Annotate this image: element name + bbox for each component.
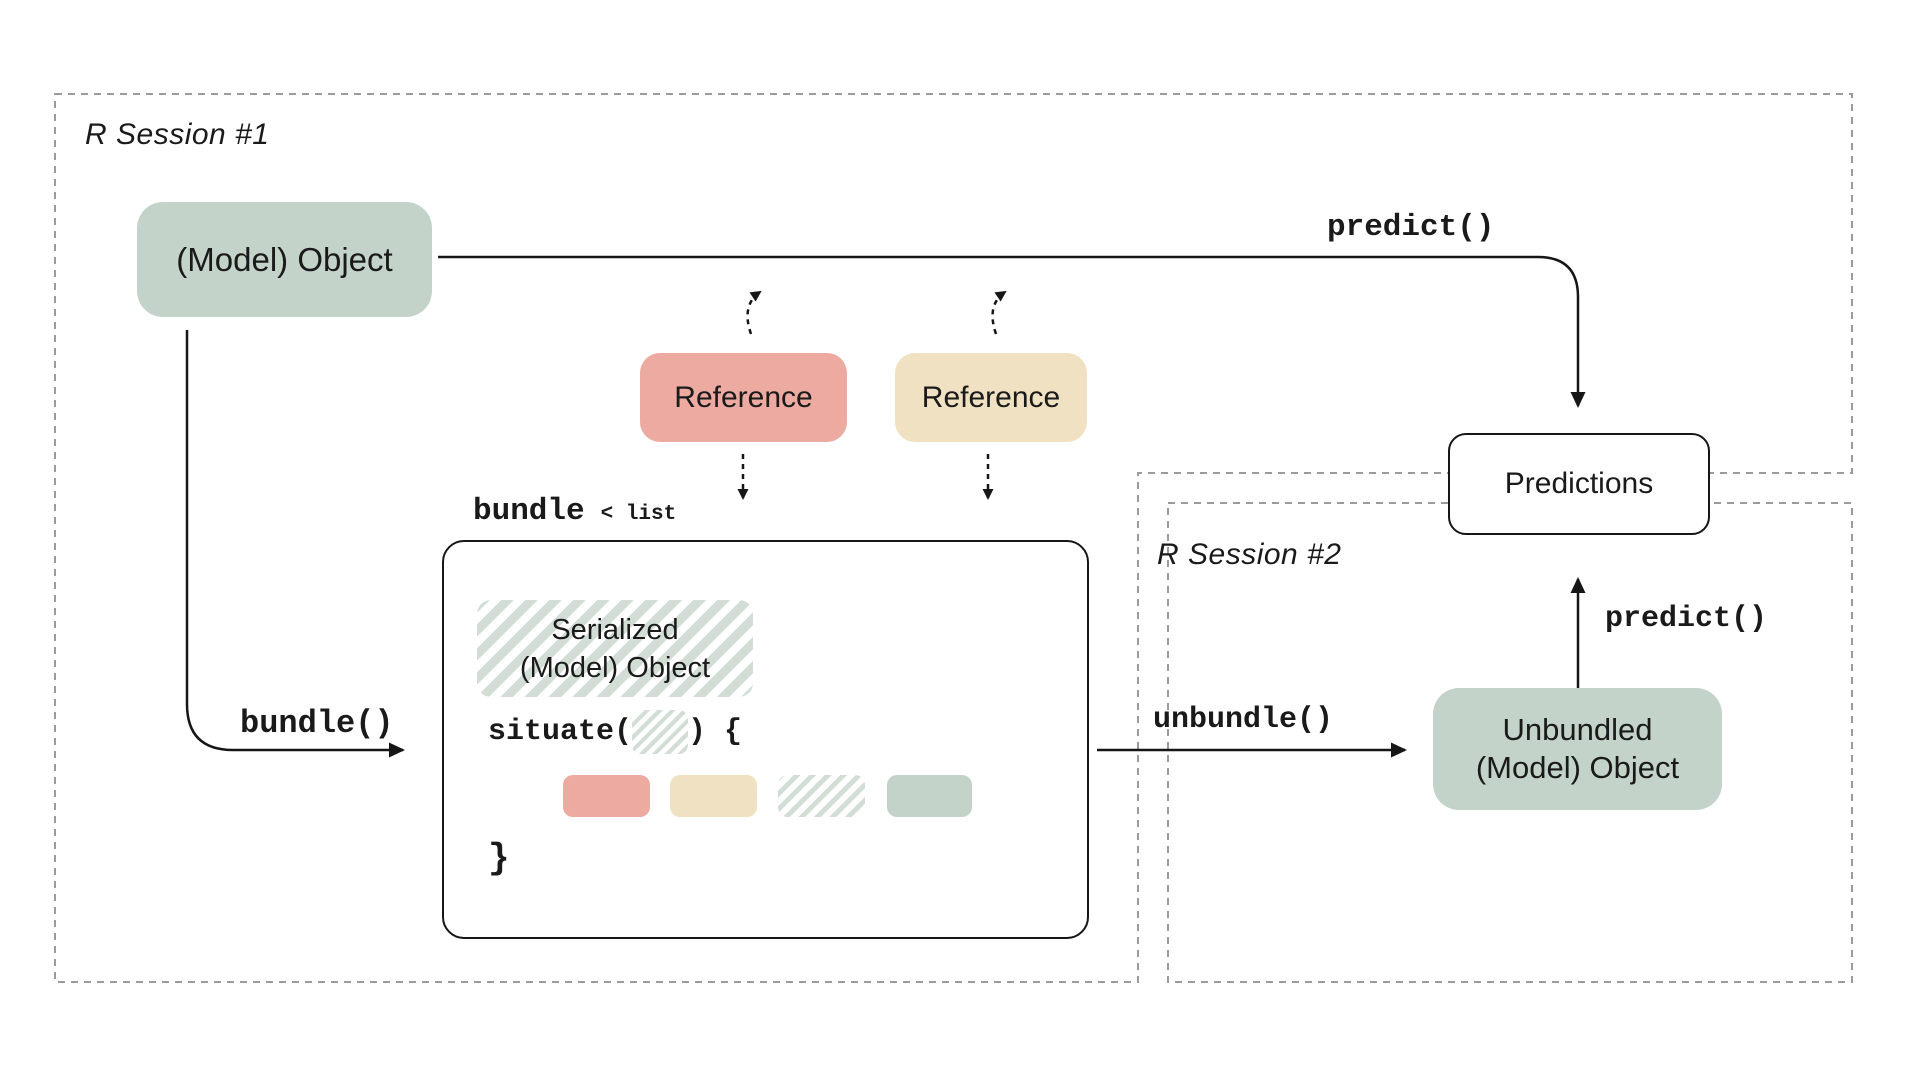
- unbundled-label: Unbundled (Model) Object: [1476, 711, 1679, 787]
- bundle-chip-tan: [670, 775, 757, 817]
- bundle-name-label: bundle: [473, 494, 585, 529]
- bundle-chip-salmon: [563, 775, 650, 817]
- serialized-label: Serialized (Model) Object: [520, 611, 710, 687]
- situate-close-code: ) {: [688, 715, 743, 749]
- bundle-chip-hatched: [778, 775, 865, 817]
- situate-open-code: situate(: [488, 715, 633, 749]
- reference-node-right: Reference: [895, 353, 1087, 442]
- model-object-label: (Model) Object: [176, 240, 393, 278]
- unbundled-model-node: Unbundled (Model) Object: [1433, 688, 1722, 810]
- predict-top-label: predict(): [1327, 210, 1495, 245]
- situate-code-line: situate( ) {: [488, 710, 742, 754]
- predictions-label: Predictions: [1504, 467, 1654, 500]
- reference-left-up-arrow: [746, 290, 762, 335]
- unbundle-fn-label: unbundle(): [1153, 703, 1334, 737]
- bundle-fn-label: bundle(): [240, 705, 394, 742]
- bundle-chip-sage: [887, 775, 972, 817]
- predict-session2-label: predict(): [1605, 602, 1768, 636]
- bundle-arrow-model-to-bundle: [185, 330, 405, 758]
- reference-left-label: Reference: [674, 380, 813, 414]
- session1-label: R Session #1: [85, 118, 270, 151]
- close-brace-code: }: [488, 838, 510, 879]
- session2-label: R Session #2: [1157, 538, 1342, 571]
- predictions-node: Predictions: [1448, 433, 1710, 535]
- reference-node-left: Reference: [640, 353, 847, 442]
- serialized-label-line2: (Model) Object: [519, 651, 711, 684]
- reference-right-label: Reference: [921, 380, 1061, 414]
- serialized-model-node: Serialized (Model) Object: [477, 600, 753, 697]
- bundle-variable-label: bundle < list: [473, 494, 676, 529]
- model-object-node: (Model) Object: [137, 202, 432, 317]
- reference-right-up-arrow: [991, 290, 1007, 335]
- unbundled-label-line2: (Model) Object: [1475, 750, 1680, 785]
- situate-placeholder-chip: [632, 710, 689, 754]
- predict-arrow-to-predictions: [438, 255, 1586, 408]
- serialized-label-line1: Serialized: [551, 613, 679, 646]
- bundle-type-label: < list: [600, 503, 677, 526]
- session1-outline: [54, 93, 1853, 983]
- unbundled-label-line1: Unbundled: [1502, 712, 1653, 747]
